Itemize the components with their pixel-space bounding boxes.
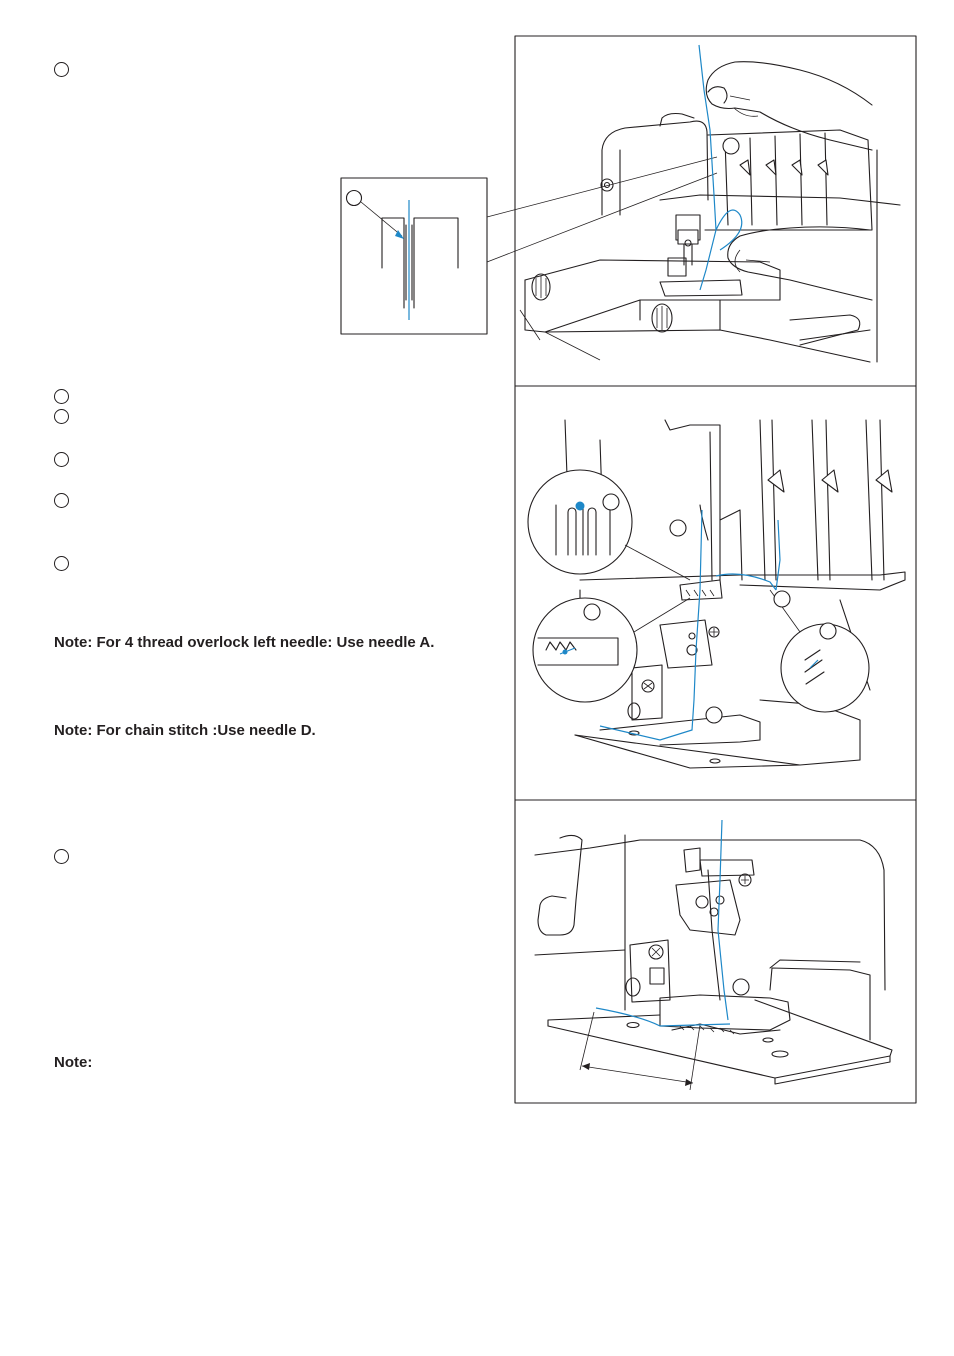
needle-eye-callout xyxy=(527,469,633,575)
note-label: Note: xyxy=(54,1054,93,1071)
note-chain-stitch-needle: Note: For chain stitch :Use needle D. xyxy=(54,722,316,739)
needle-eye-detail-inset xyxy=(340,156,718,335)
step-marker-4 xyxy=(54,452,69,467)
panel1-guide-marker xyxy=(722,137,740,155)
inset-callout-marker xyxy=(345,189,363,207)
step-marker-5 xyxy=(54,493,69,508)
note-4-thread-left-needle: Note: For 4 thread overlock left needle:… xyxy=(54,634,435,651)
panel3-pull-thread-under-foot xyxy=(534,819,893,1091)
panel2-needle-threading xyxy=(527,419,906,769)
step-marker-2 xyxy=(54,389,69,404)
figure-frame xyxy=(514,35,917,1104)
thread-guide-callout xyxy=(532,597,638,703)
panel1-overlock-threading xyxy=(519,44,901,363)
step-marker-6 xyxy=(54,556,69,571)
panel3-foot-marker xyxy=(732,978,750,996)
step-marker-7 xyxy=(54,849,69,864)
step-marker-3 xyxy=(54,409,69,424)
step-marker-1 xyxy=(54,62,69,77)
